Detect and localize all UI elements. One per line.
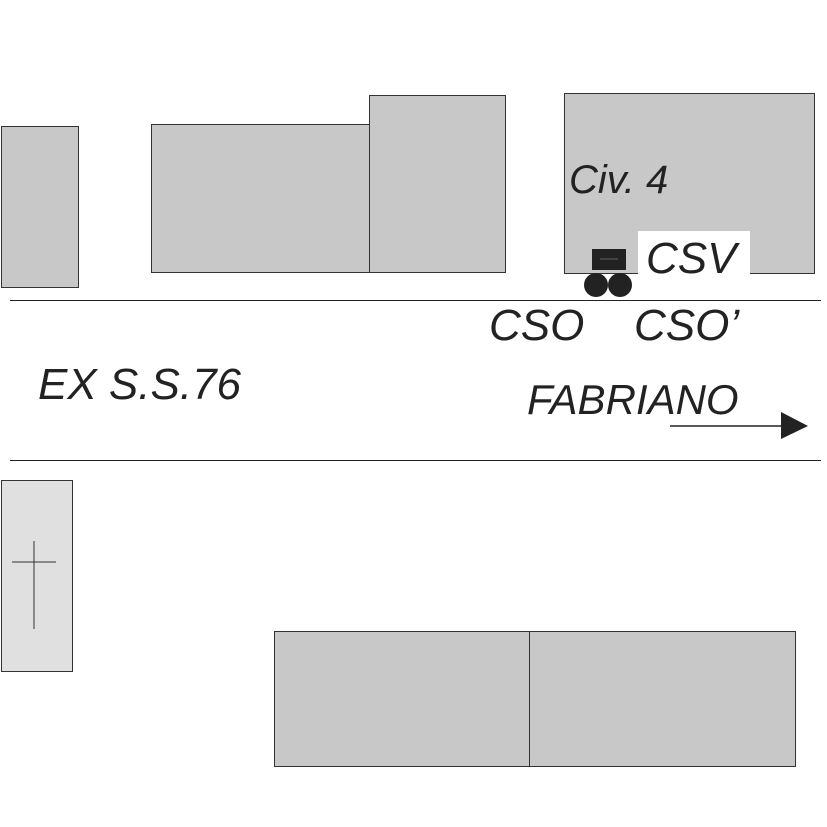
building-north-2 (151, 124, 371, 273)
direction-label: FABRIANO (527, 376, 739, 423)
civic-number-label: Civ. 4 (569, 158, 669, 202)
cso-marker (584, 273, 608, 297)
csv-label-background (638, 231, 750, 275)
cso-prime-label: CSO’ (634, 301, 740, 350)
cso-label: CSO (489, 301, 585, 350)
road-edge-north (10, 300, 821, 301)
cso-prime-marker (608, 273, 632, 297)
cross-icon (12, 541, 56, 629)
building-north-1 (1, 126, 79, 288)
building-south-2 (529, 631, 796, 767)
bin-icon (592, 249, 626, 270)
building-north-3 (369, 95, 506, 273)
road-edge-south (10, 460, 821, 461)
road-name-label: EX S.S.76 (38, 360, 242, 409)
church-building (1, 480, 73, 672)
csv-label: CSV (646, 234, 737, 283)
arrow-right-icon (670, 412, 808, 439)
building-south-1 (274, 631, 531, 767)
